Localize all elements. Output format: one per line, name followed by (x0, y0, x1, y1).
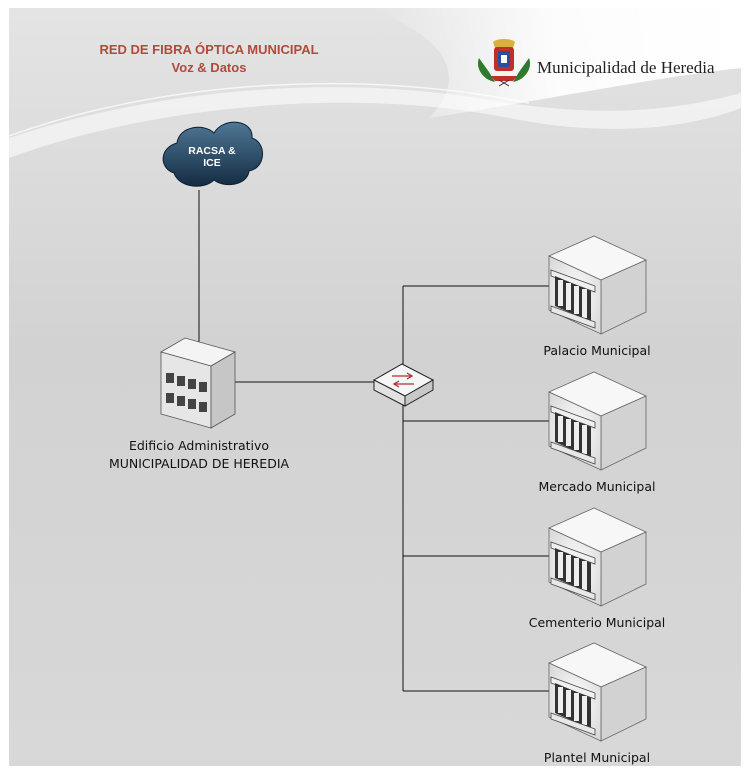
cloud-label-line1: RACSA & (188, 145, 236, 157)
office-building-icon (159, 337, 237, 429)
main-building-label-line1: Edificio Administrativo (128, 438, 270, 453)
municipal-building-icon (548, 235, 647, 335)
municipal-building-icon (548, 642, 647, 742)
municipal-building-icon (548, 507, 647, 607)
network-switch-icon (372, 363, 435, 407)
cloud-label-line2: ICE (203, 157, 221, 169)
main-building-label-line2: MUNICIPALIDAD DE HEREDIA (108, 456, 290, 471)
municipal-building-icon (548, 371, 647, 471)
coat-of-arms-logo (477, 39, 531, 87)
diagram-subtitle: Voz & Datos (171, 60, 247, 75)
site-label: Palacio Municipal (543, 343, 651, 358)
network-links (159, 121, 647, 742)
site-label: Cementerio Municipal (528, 615, 666, 630)
site-label: Mercado Municipal (538, 479, 656, 494)
cloud-icon (162, 121, 263, 187)
organization-name: Municipalidad de Heredia (537, 58, 715, 77)
diagram-title: RED DE FIBRA ÓPTICA MUNICIPAL (99, 42, 319, 57)
site-label: Plantel Municipal (543, 750, 651, 765)
diagram-canvas: RED DE FIBRA ÓPTICA MUNICIPAL Voz & Dato… (9, 8, 741, 766)
background-decoration (9, 8, 741, 158)
